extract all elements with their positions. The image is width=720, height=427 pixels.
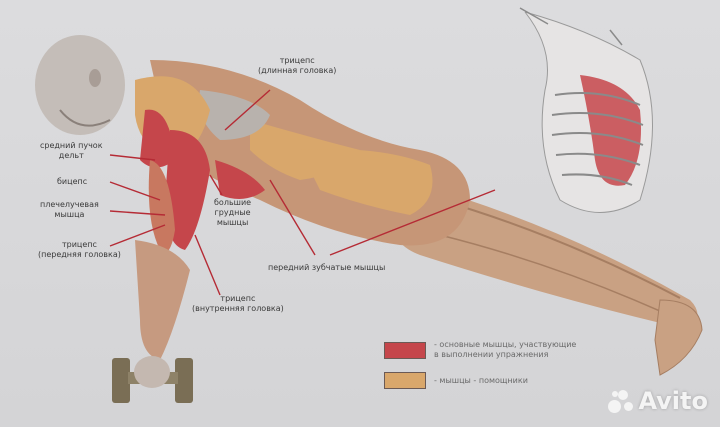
label-serratus-anterior: передний зубчатые мышцы	[268, 263, 386, 272]
legend-text-secondary: - мышцы - помощники	[434, 375, 528, 385]
legend-primary-muscles: - основные мышцы, участвующие в выполнен…	[384, 340, 576, 360]
legend-swatch-primary	[384, 341, 426, 359]
head	[35, 35, 125, 135]
label-middle-deltoid: средний пучок дельт	[40, 141, 103, 160]
legend-text-primary: - основные мышцы, участвующие в выполнен…	[434, 340, 577, 359]
avito-watermark: Avito	[608, 387, 708, 415]
leader-lines	[109, 89, 496, 296]
label-triceps-lateral-head: трицепс (передняя головка)	[38, 240, 121, 259]
label-biceps: бицепс	[57, 177, 88, 186]
arm	[135, 76, 210, 360]
legend-secondary-muscles: - мышцы - помощники	[384, 372, 528, 389]
torso	[150, 60, 470, 246]
rib-cage-inset	[519, 7, 653, 213]
label-triceps-medial-head: трицепс (внутренняя головка)	[192, 294, 284, 313]
label-triceps-long-head: трицепс (длинная головка)	[258, 56, 337, 75]
dumbbell	[112, 356, 193, 403]
legs	[393, 185, 703, 376]
label-brachioradialis: плечелучевая мышца	[40, 200, 99, 219]
avito-watermark-text: Avito	[638, 387, 708, 415]
legend-swatch-secondary	[384, 372, 426, 389]
label-pectoralis-major: большие грудные мышцы	[214, 198, 252, 227]
avito-logo-icon	[608, 388, 634, 414]
